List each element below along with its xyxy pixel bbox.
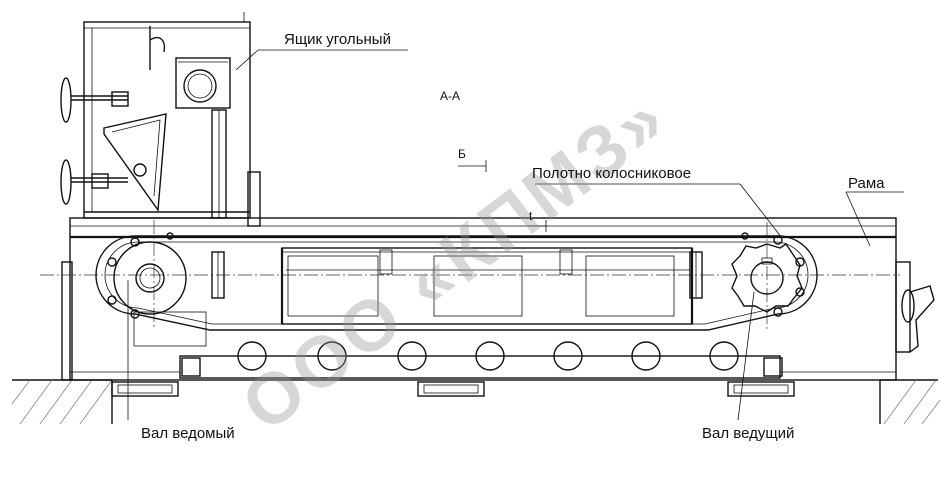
driven-shaft-wheel: [113, 241, 187, 315]
label-drive-shaft: Вал ведущий: [702, 425, 795, 442]
label-view-b: Б: [458, 147, 466, 161]
label-chain-pitch: t: [529, 209, 533, 223]
handwheels: [60, 77, 935, 353]
section-marks: [458, 160, 547, 232]
label-frame: Рама: [848, 175, 885, 192]
leader-lines: [127, 49, 904, 421]
coal-box: [83, 12, 261, 227]
air-chambers: [211, 247, 703, 325]
label-driven-shaft: Вал ведомый: [141, 425, 235, 442]
drive-shaft-wheel: [731, 243, 803, 313]
label-section: А-А: [440, 89, 461, 103]
frame: [61, 217, 911, 381]
grate-belt: [95, 232, 818, 331]
support-channels: [111, 381, 795, 397]
return-rollers: [237, 341, 739, 371]
label-coal-box: Ящик угольный: [284, 31, 391, 48]
label-grate-belt: Полотно колосниковое: [532, 165, 692, 182]
foundation: [11, 379, 941, 425]
